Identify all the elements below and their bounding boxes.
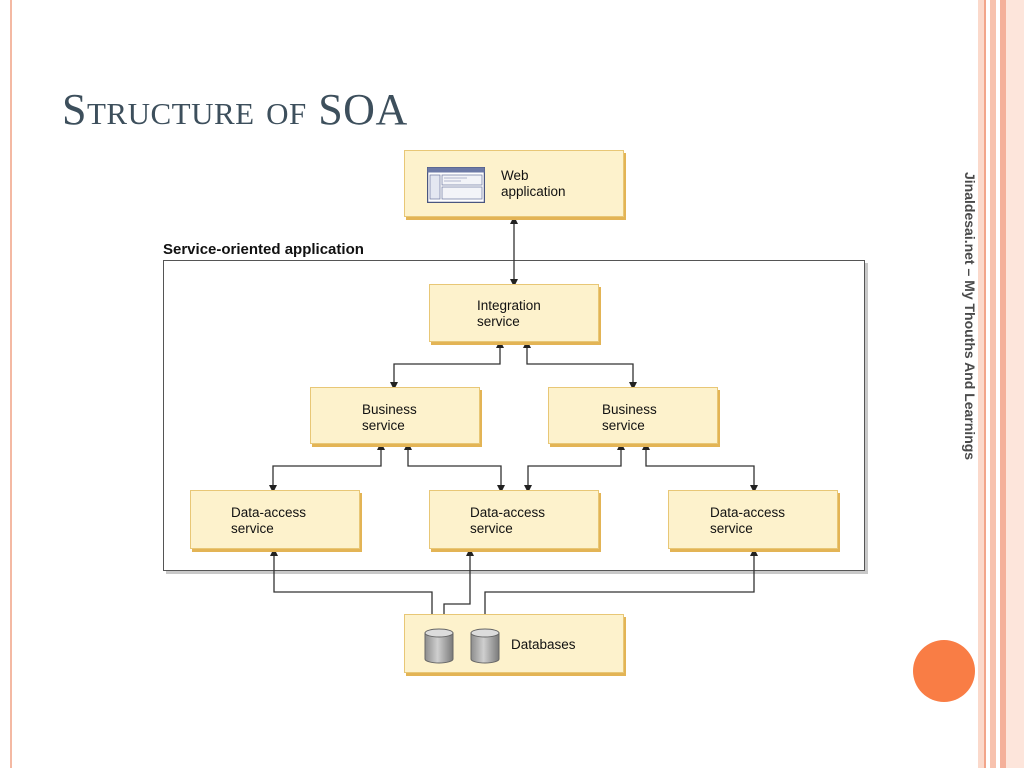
- database-icon: [424, 628, 454, 664]
- databases-node: Databases: [404, 614, 624, 673]
- connector-integration-business-right: [523, 340, 637, 390]
- databases-label: Databases: [511, 637, 576, 652]
- connector-integration-business-left: [390, 340, 504, 390]
- connector-business-right-da3: [642, 442, 758, 493]
- business-service-left-node: Business service: [310, 387, 480, 444]
- data-access-service-1-node: Data-access service: [190, 490, 360, 549]
- container-label: Service-oriented application: [163, 241, 364, 258]
- integration-service-node: Integration service: [429, 284, 599, 342]
- data-access-service-2-node: Data-access service: [429, 490, 599, 549]
- connector-da3-databases: [481, 548, 758, 631]
- business-service-right-node: Business service: [548, 387, 718, 444]
- slide-title: Structure of SOA: [62, 85, 408, 134]
- slide-right-stripes: [978, 0, 1024, 768]
- web-application-label: Web application: [501, 168, 566, 199]
- connector-business-left-da2: [404, 442, 505, 493]
- database-cylinders-icon: [424, 628, 500, 664]
- browser-window-icon: [427, 167, 485, 203]
- business-service-left-label: Business service: [362, 402, 417, 433]
- connector-da1-databases: [270, 548, 436, 631]
- data-access-service-3-label: Data-access service: [710, 505, 786, 536]
- integration-service-label: Integration service: [477, 298, 541, 329]
- slide-left-border: [10, 0, 12, 768]
- connector-business-left-da1: [269, 442, 385, 493]
- business-service-right-label: Business service: [602, 402, 657, 433]
- orange-circle-decoration: [913, 640, 975, 702]
- connector-business-right-da2: [524, 442, 625, 493]
- web-application-node: Web application: [404, 150, 624, 217]
- database-icon: [470, 628, 500, 664]
- data-access-service-2-label: Data-access service: [470, 505, 546, 536]
- data-access-service-3-node: Data-access service: [668, 490, 838, 549]
- data-access-service-1-label: Data-access service: [231, 505, 307, 536]
- side-caption: Jinaldesai.net – My Thouths And Learning…: [962, 172, 978, 461]
